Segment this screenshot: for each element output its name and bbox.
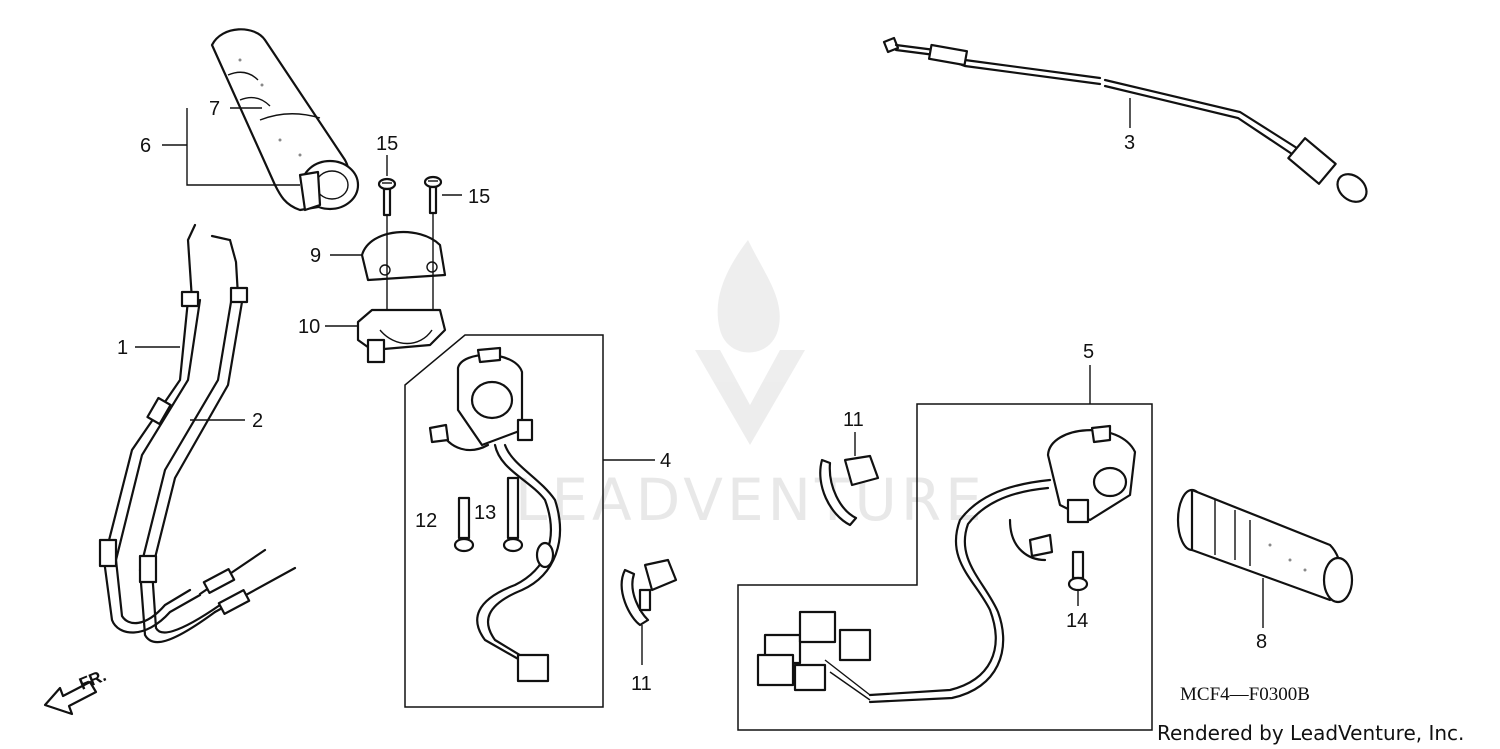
lower-clamp-part — [356, 308, 447, 364]
callout-15-right: 15 — [468, 186, 490, 208]
callout-15-left: 15 — [376, 133, 398, 155]
callout-3: 3 — [1124, 132, 1135, 154]
callout-4: 4 — [660, 450, 671, 472]
callout-9: 9 — [310, 245, 321, 267]
front-direction-arrow — [43, 680, 98, 716]
callout-1: 1 — [117, 337, 128, 359]
right-switch-housing-part — [756, 424, 1137, 704]
watermark-text: LEADVENTURE — [515, 466, 986, 534]
callout-5: 5 — [1083, 341, 1094, 363]
callout-13: 13 — [474, 502, 496, 524]
screw-15-left — [377, 177, 397, 217]
diagram-code: MCF4—F0300B — [1180, 684, 1310, 705]
callout-12: 12 — [415, 510, 437, 532]
watermark-flame-logo — [695, 240, 805, 445]
callout-10: 10 — [298, 316, 320, 338]
callout-11-lower: 11 — [631, 673, 652, 695]
render-credit: Rendered by LeadVenture, Inc. — [1157, 721, 1464, 745]
front-direction-label: FR. — [76, 666, 109, 694]
right-switch-group-box — [737, 403, 1153, 731]
choke-cable-part — [882, 36, 1368, 203]
wire-clip-part-lower — [620, 558, 678, 627]
right-grip-part — [1176, 488, 1354, 604]
callout-11-upper: 11 — [843, 409, 864, 431]
throttle-grip-part — [210, 28, 360, 212]
callout-6: 6 — [140, 135, 151, 157]
bolt-12 — [453, 496, 475, 553]
callout-7: 7 — [209, 98, 220, 120]
bolt-14 — [1067, 550, 1089, 592]
upper-clamp-part — [360, 230, 447, 282]
wire-clip-part-upper — [819, 454, 880, 527]
callout-8: 8 — [1256, 631, 1267, 653]
throttle-cables-part — [98, 223, 297, 644]
screw-15-right — [423, 175, 443, 215]
callout-14: 14 — [1066, 610, 1088, 632]
callout-2: 2 — [252, 410, 263, 432]
left-switch-housing-part — [428, 346, 562, 683]
left-switch-group-box — [404, 334, 604, 708]
leader-6 — [186, 108, 300, 186]
leadventure-watermark: LEADVENTURE — [515, 240, 986, 534]
bolt-13 — [502, 476, 524, 553]
